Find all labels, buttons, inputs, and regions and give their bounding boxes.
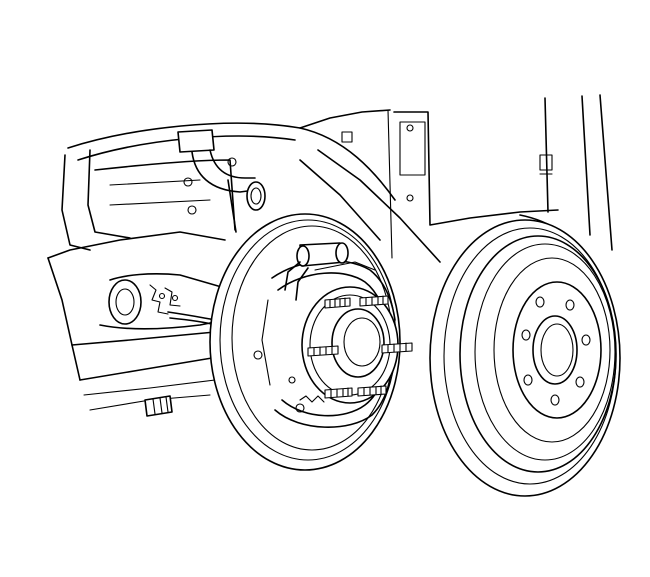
brake-drum [429,219,621,497]
wheel-stud [381,342,413,354]
drum-lug-holes [521,296,591,406]
wheel-stud [357,385,387,397]
wheel-stud [324,297,351,309]
lug-hole [581,334,591,346]
wheel-cylinder [284,242,376,301]
axle-housing [99,273,226,330]
lug-hole [535,296,545,308]
wheel-stud [307,345,339,357]
lug-hole [575,376,585,388]
lug-hole [565,299,575,311]
spring-bolt [144,395,173,417]
wheel-stud [359,295,389,307]
lug-hole [521,329,531,341]
frame-rail [47,149,237,411]
wheel-stud [324,387,353,399]
suspension-hose [177,129,266,233]
adjuster-spring [253,350,325,413]
wheel-studs [307,295,413,399]
lug-hole [523,374,533,386]
lug-hole [550,394,560,406]
